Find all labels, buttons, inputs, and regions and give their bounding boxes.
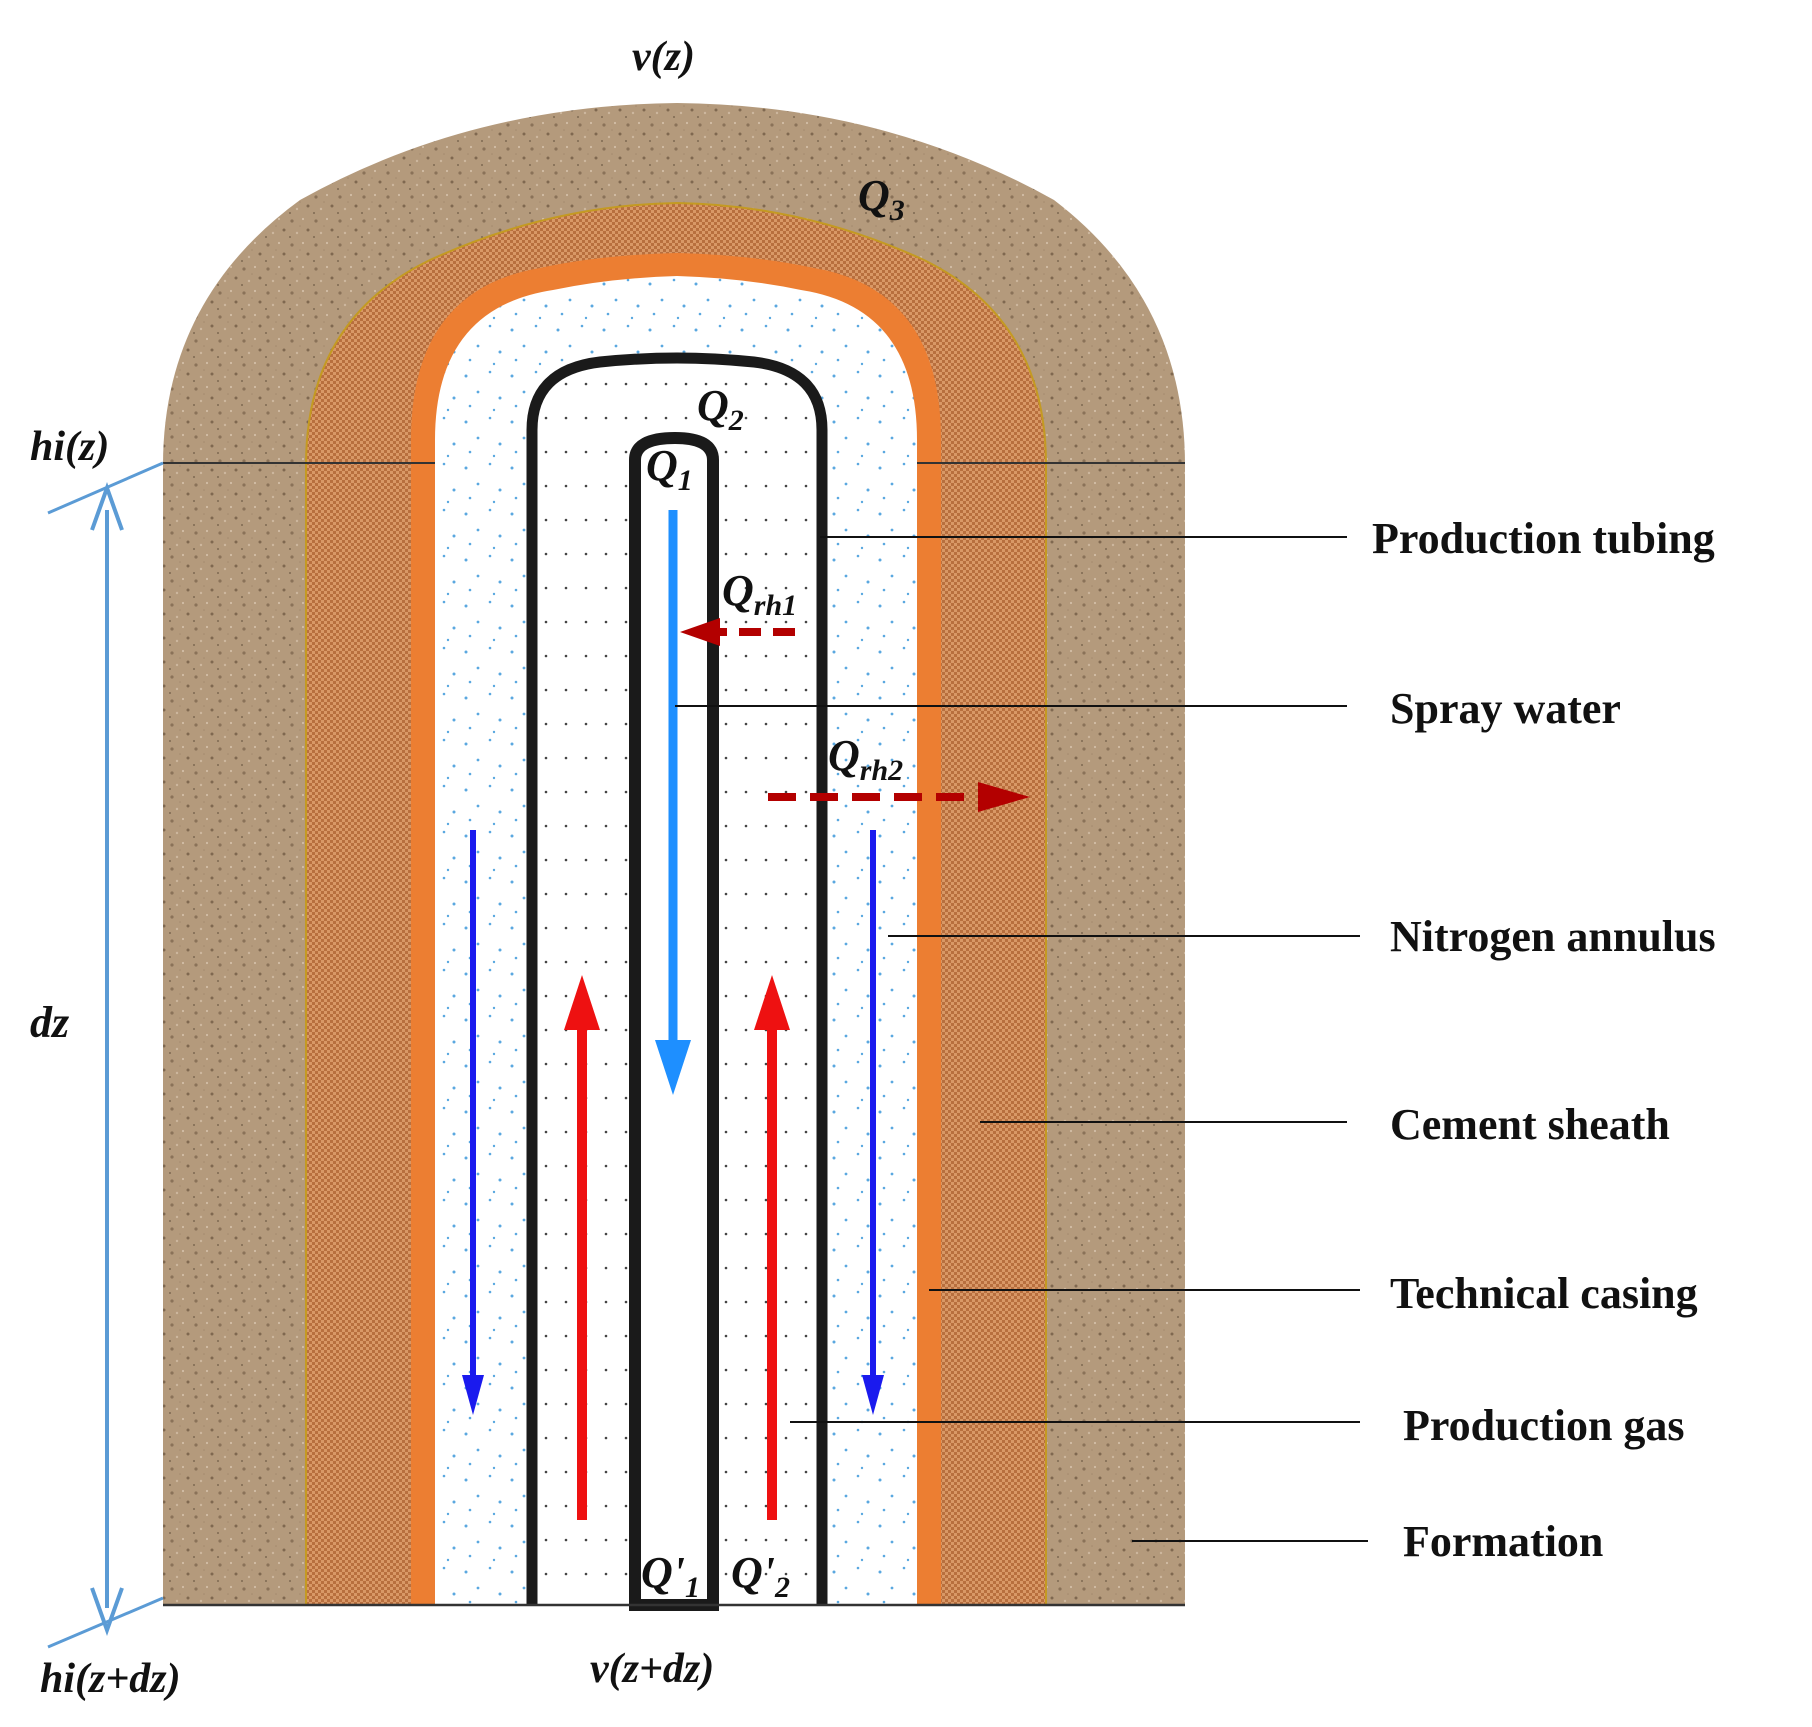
label-hi-bottom: hi(z+dz) (40, 1656, 181, 1702)
qrh1-arrow-head (680, 618, 720, 646)
label-qrh2: Qrh2 (828, 731, 903, 787)
spray-water-arrow-head (655, 1040, 691, 1095)
dz-arrow-head-top (90, 482, 124, 531)
gas-arrow-left-head (564, 975, 600, 1030)
legend-production-tubing: Production tubing (1372, 514, 1715, 563)
legend-technical-casing: Technical casing (1390, 1269, 1698, 1318)
gas-arrow-right-head (754, 975, 790, 1030)
production-tubing (526, 352, 828, 1605)
legend-production-gas: Production gas (1403, 1401, 1685, 1450)
label-q1-prime: Q'1 (641, 1548, 700, 1604)
nitrogen-arrow-right-head (862, 1375, 884, 1415)
label-top-velocity: v(z) (632, 34, 695, 80)
label-bottom-velocity: v(z+dz) (590, 1646, 714, 1692)
label-hi-top: hi(z) (30, 424, 109, 470)
label-qrh1: Qrh1 (722, 566, 797, 622)
dz-arrow-head-bottom (90, 1587, 124, 1636)
legend-cement-sheath: Cement sheath (1390, 1100, 1670, 1149)
legend-formation: Formation (1403, 1517, 1603, 1566)
label-q3: Q3 (858, 171, 905, 227)
label-q2: Q2 (697, 381, 744, 437)
label-dz: dz (30, 998, 69, 1047)
legend-nitrogen-annulus: Nitrogen annulus (1390, 912, 1716, 961)
label-q2-prime: Q'2 (731, 1548, 790, 1604)
legend-spray-water: Spray water (1390, 684, 1621, 733)
qrh2-arrow-head (978, 782, 1030, 812)
nitrogen-arrow-left-head (462, 1375, 484, 1415)
label-q1: Q1 (646, 441, 693, 497)
